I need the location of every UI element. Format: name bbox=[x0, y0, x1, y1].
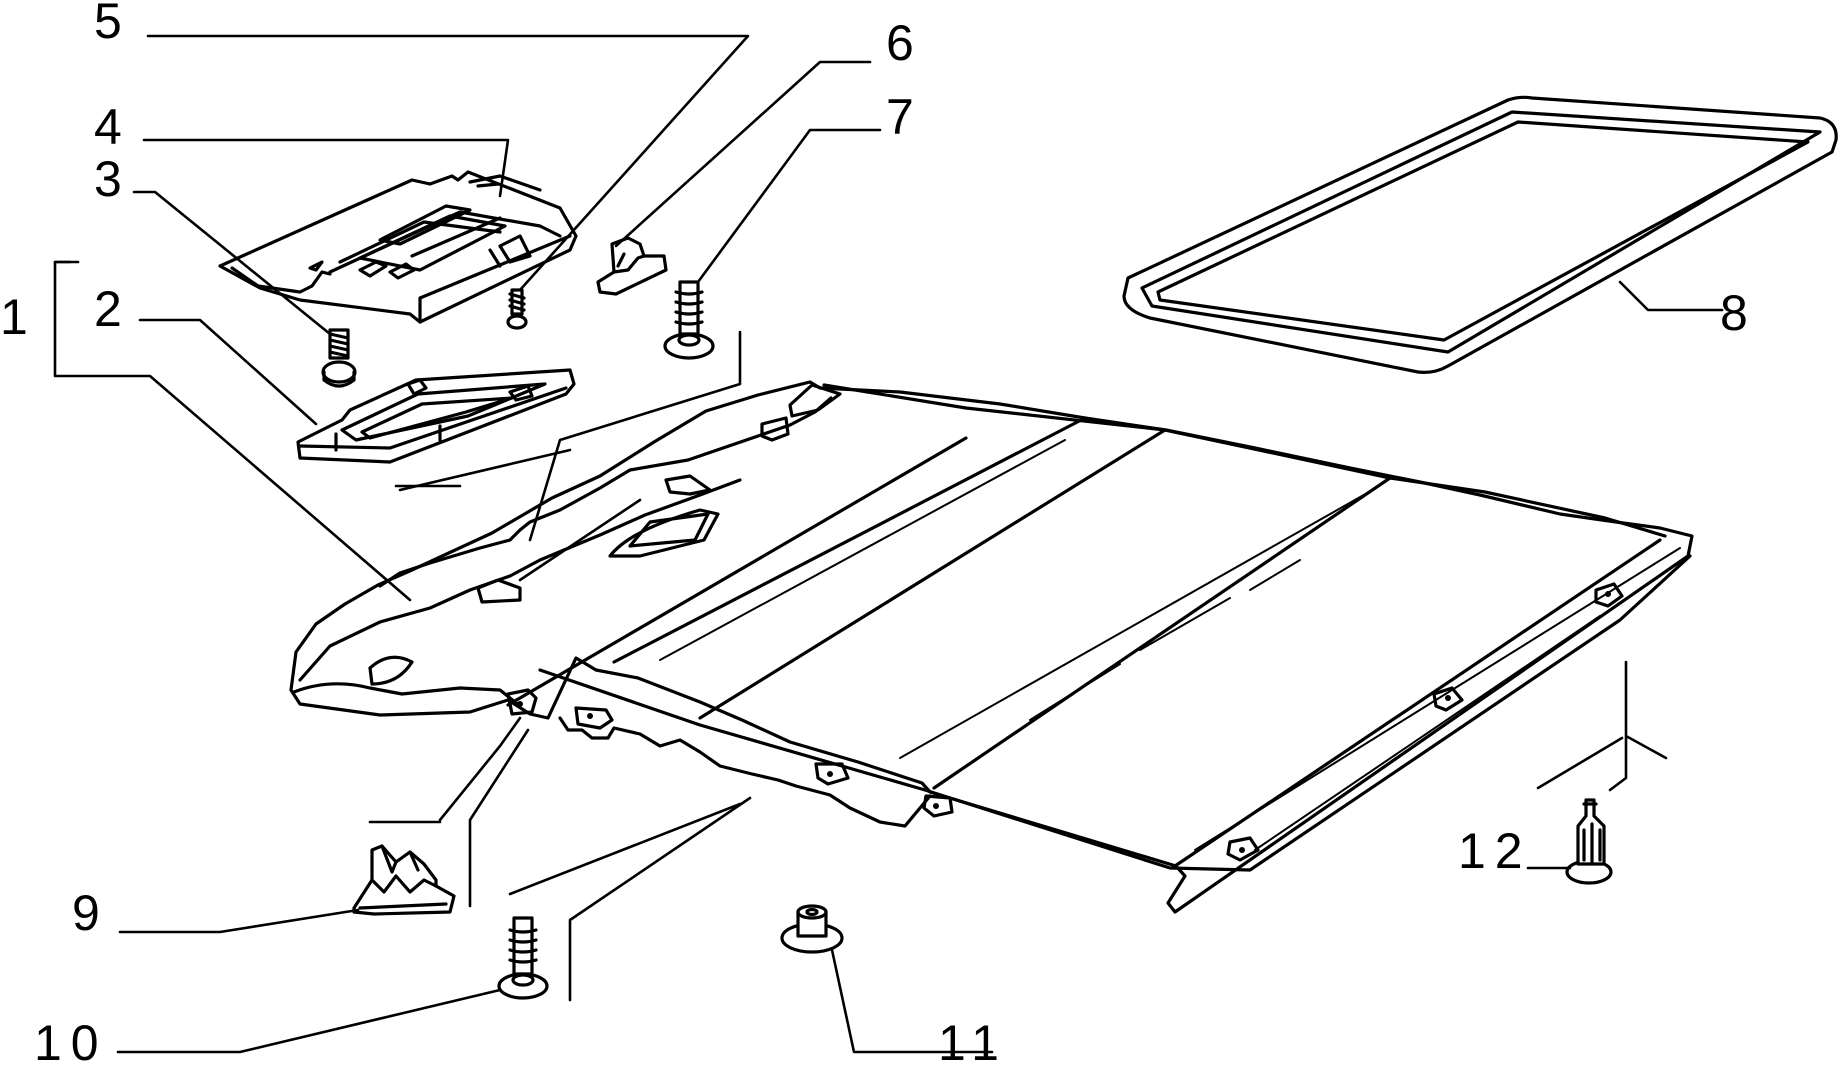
callout-9: 9 bbox=[72, 885, 109, 941]
sunroof-seal-frame bbox=[1122, 95, 1838, 374]
clip-point-mid-2 bbox=[922, 794, 954, 818]
callout-8: 8 bbox=[1720, 285, 1757, 341]
callout-5: 5 bbox=[94, 0, 131, 49]
courtesy-light-housing bbox=[218, 170, 578, 324]
clip-6-icon bbox=[596, 236, 668, 296]
push-pin-12-icon bbox=[1565, 798, 1613, 885]
clip-point-right-3 bbox=[1594, 582, 1624, 608]
screw-10-icon bbox=[497, 916, 549, 1000]
headliner-panel bbox=[289, 380, 1694, 914]
callout-12: 12 bbox=[1458, 823, 1532, 879]
screw-5-icon bbox=[506, 288, 528, 330]
light-frame-bezel bbox=[296, 368, 576, 464]
callout-11: 11 bbox=[938, 1015, 1008, 1068]
clip-point-mid-1 bbox=[814, 762, 850, 786]
clip-point-right-1 bbox=[1226, 836, 1260, 862]
screw-3-icon bbox=[321, 328, 357, 388]
callout-4: 4 bbox=[94, 99, 131, 155]
callout-7: 7 bbox=[886, 89, 923, 145]
callout-2: 2 bbox=[94, 281, 131, 337]
clip-point-left-2 bbox=[574, 706, 614, 730]
callout-1: 1 bbox=[0, 289, 37, 345]
callout-3: 3 bbox=[94, 151, 131, 207]
leader-lines bbox=[53, 34, 1724, 1054]
callout-10: 10 bbox=[34, 1015, 108, 1068]
clip-point-left-1 bbox=[506, 688, 538, 716]
grommet-11-icon bbox=[780, 904, 844, 954]
push-clip-9-icon bbox=[352, 844, 456, 916]
callout-6: 6 bbox=[886, 15, 923, 71]
callout-labels: 1 2 3 4 5 6 7 8 9 10 11 12 bbox=[0, 0, 1757, 1068]
clip-point-right-2 bbox=[1432, 686, 1464, 712]
screw-7-icon bbox=[663, 280, 715, 360]
